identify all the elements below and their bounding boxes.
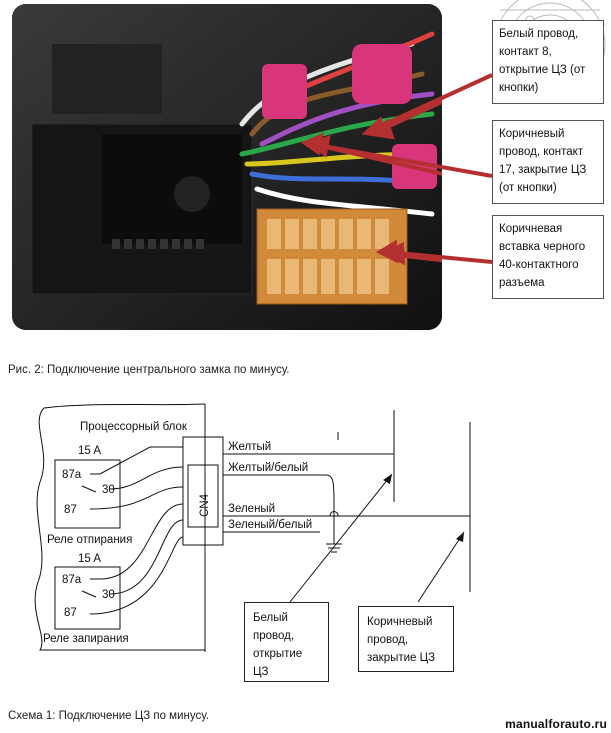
photo-callout-brown-wire: Коричневый провод, контакт 17, закрытие … xyxy=(492,120,604,204)
diagram-callout-white-wire: Белый провод, открытие ЦЗ xyxy=(244,602,329,682)
relay2-pin-87a: 87a xyxy=(62,574,82,586)
relay1-name: Реле отпирания xyxy=(47,534,132,546)
caption-figure-2: Рис. 2: Подключение центрального замка п… xyxy=(8,364,290,376)
relay2-name: Реле запирания xyxy=(43,633,129,645)
wire-yellow: Желтый xyxy=(228,441,271,453)
connector-photo xyxy=(12,4,442,330)
relay1-pin-87a: 87a xyxy=(62,469,82,481)
processor-block-title: Процессорный блок xyxy=(80,421,188,433)
relay1-current: 15 A xyxy=(78,445,101,457)
photo-callout-arrows xyxy=(300,73,493,264)
wire-green-white: Зеленый/белый xyxy=(228,519,312,531)
wire-yellow-white: Желтый/белый xyxy=(228,462,308,474)
photo-callout-brown-insert: Коричневая вставка черного 40-контактног… xyxy=(492,215,604,299)
relay1-pin-30: 30 xyxy=(102,484,115,496)
site-watermark: manualforauto.ru xyxy=(505,717,607,731)
photo-callout-white-wire: Белый провод, контакт 8, открытие ЦЗ (от… xyxy=(492,20,604,104)
wiring-diagram: Процессорный блок 15 A 87a 30 87 Реле от… xyxy=(34,403,471,652)
relay2-pin-30: 30 xyxy=(102,589,115,601)
relay2-current: 15 A xyxy=(78,553,101,565)
relay2-pin-87: 87 xyxy=(64,607,77,619)
connector-cn4-label: CN4 xyxy=(199,493,211,517)
diagram-callout-brown-wire: Коричневый провод, закрытие ЦЗ xyxy=(358,606,454,672)
wire-green: Зеленый xyxy=(228,503,275,515)
relay1-pin-87: 87 xyxy=(64,504,77,516)
caption-scheme-1: Схема 1: Подключение ЦЗ по минусу. xyxy=(8,710,210,722)
